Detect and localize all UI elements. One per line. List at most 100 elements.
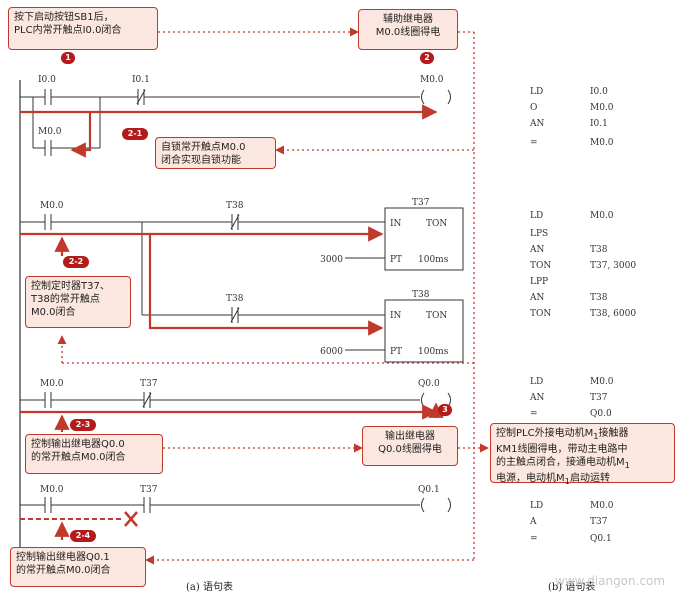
note-subscript: 1 (624, 460, 630, 470)
timer2-name: T38 (412, 290, 430, 300)
rung3-coil-label: Q0.0 (418, 379, 440, 389)
stl-arg: T37 (590, 517, 608, 527)
note-line: 的常开触点M0.0闭合 (16, 565, 111, 576)
stl-arg: M0.0 (590, 138, 614, 148)
stl-op: LD (530, 211, 543, 221)
timer2-in: IN (390, 311, 402, 321)
note-line: 的常开触点M0.0闭合 (31, 452, 126, 463)
note-text: 接触器 (598, 428, 629, 439)
note-line: 控制定时器T37、 (31, 281, 110, 292)
timer1-name: T37 (412, 198, 430, 208)
note-line: Q0.0线圈得电 (378, 444, 442, 455)
rung3-contact2-label: T37 (140, 379, 158, 389)
note-text: 启动运转 (569, 473, 610, 484)
stl-op: LD (530, 377, 543, 387)
note-self-lock: 自锁常开触点M0.0 闭合实现自锁功能 (155, 137, 276, 169)
timer1-unit: 100ms (418, 255, 449, 265)
timer2-pt: PT (390, 347, 402, 357)
stl-arg: I0.0 (590, 87, 608, 97)
stl-arg: T37, 3000 (590, 261, 636, 271)
step-badge-2: 2 (420, 52, 434, 64)
note-line: 控制输出继电器Q0.0 (31, 439, 125, 450)
timer1-in: IN (390, 219, 402, 229)
caption-left: (a) 语句表 (186, 580, 233, 593)
stl-arg: I0.1 (590, 119, 608, 129)
blocked-x-icon (124, 511, 138, 527)
timer1-pt: PT (390, 255, 402, 265)
stl-op: LD (530, 501, 543, 511)
step-badge-1: 1 (61, 52, 75, 64)
rung4-flow (20, 518, 122, 540)
step-badge-2-2: 2-2 (63, 256, 89, 268)
rung-2 (20, 207, 464, 363)
rung-3 (20, 392, 451, 408)
note-q01-contact: 控制输出继电器Q0.1 的常开触点M0.0闭合 (10, 547, 146, 587)
stl-op: O (530, 103, 537, 113)
stl-arg: T37 (590, 393, 608, 403)
stl-arg: Q0.1 (590, 534, 612, 544)
step-badge-3: 3 (438, 404, 452, 416)
note-line: 输出继电器 (385, 431, 435, 442)
note-line: T38的常开触点 (31, 294, 100, 305)
stl-arg: Q0.0 (590, 409, 612, 419)
rung2-flow (20, 226, 384, 336)
timer2-type: TON (426, 311, 447, 321)
timer2-preset: 6000 (320, 347, 343, 357)
stl-arg: M0.0 (590, 103, 614, 113)
stl-op: AN (529, 245, 544, 255)
stl-op: = (530, 138, 538, 148)
stl-op: LD (530, 87, 543, 97)
rung3-contact1-label: M0.0 (40, 379, 64, 389)
note-line: 辅助继电器 (383, 14, 433, 25)
rung4-contact2-label: T37 (140, 485, 158, 495)
note-line: PLC内常开触点I0.0闭合 (14, 25, 122, 36)
note-subscript: 1 (564, 476, 570, 486)
watermark: www.diangon.com (555, 574, 665, 588)
note-line: 自锁常开触点M0.0 (161, 142, 246, 153)
stl-arg: T38 (590, 293, 608, 303)
stl-listing: LD I0.0 O M0.0 AN I0.1 = M0.0 LD M0.0 LP… (529, 87, 636, 544)
note-motor: 控制PLC外接电动机M1接触器 KM1线圈得电，带动主电路中 的主触点闭合，接通… (490, 423, 675, 486)
step-badge-2-3: 2-3 (70, 419, 96, 431)
note-line: KM1线圈得电，带动主电路中 (496, 444, 628, 455)
note-line: 控制输出继电器Q0.1 (16, 552, 110, 563)
stl-op: A (529, 517, 537, 527)
stl-arg: T38, 6000 (590, 309, 636, 319)
stl-op: TON (530, 309, 551, 319)
note-line: M0.0闭合 (31, 307, 76, 318)
stl-op: AN (529, 293, 544, 303)
note-q00-contact: 控制输出继电器Q0.0 的常开触点M0.0闭合 (25, 434, 163, 474)
note-line: 按下启动按钮SB1后， (14, 12, 114, 23)
callout-connectors (57, 27, 489, 565)
rung1-contact1-label: I0.0 (38, 75, 56, 85)
step-badge-2-4: 2-4 (70, 530, 96, 542)
rung2-contact1-label: M0.0 (40, 201, 64, 211)
note-timer-contact: 控制定时器T37、 T38的常开触点 M0.0闭合 (25, 276, 131, 328)
stl-arg: M0.0 (590, 211, 614, 221)
note-text: 控制PLC外接电动机M (496, 428, 594, 439)
rung4-coil-label: Q0.1 (418, 485, 440, 495)
rung1-contact2-label: I0.1 (132, 75, 150, 85)
rung4-contact1-label: M0.0 (40, 485, 64, 495)
stl-op: AN (529, 393, 544, 403)
note-line: 的主触点闭合，接通电动机M1 (496, 456, 669, 472)
note-start-button: 按下启动按钮SB1后， PLC内常开触点I0.0闭合 (8, 7, 158, 50)
rung2-contact3-label: T38 (226, 294, 244, 304)
rung1-coil-label: M0.0 (420, 75, 444, 85)
stl-op: AN (529, 119, 544, 129)
stl-arg: T38 (590, 245, 608, 255)
note-subscript: 1 (593, 431, 599, 441)
note-line: 控制PLC外接电动机M1接触器 (496, 427, 669, 443)
stl-op: = (530, 534, 538, 544)
note-text: 的主触点闭合，接通电动机M (496, 457, 625, 468)
note-line: M0.0线圈得电 (375, 27, 441, 38)
stl-op: = (530, 409, 538, 419)
rung1-contact3-label: M0.0 (38, 127, 62, 137)
note-text: 电源，电动机M (496, 473, 565, 484)
stl-arg: M0.0 (590, 501, 614, 511)
timer2-unit: 100ms (418, 347, 449, 357)
timer1-type: TON (426, 219, 447, 229)
rung-1 (20, 89, 451, 156)
stl-op: LPP (530, 277, 548, 287)
